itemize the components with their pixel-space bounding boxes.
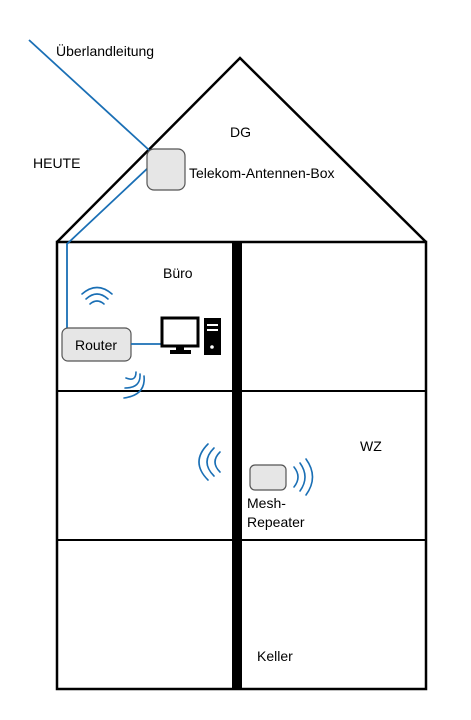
router-cable [66, 165, 151, 330]
label-heute: HEUTE [33, 155, 80, 171]
computer-icon [160, 316, 221, 355]
label-keller: Keller [257, 648, 293, 664]
label-antenna-box: Telekom-Antennen-Box [189, 165, 335, 181]
mesh-repeater-box [249, 464, 287, 491]
mesh-wifi-left-icon [198, 443, 221, 481]
label-wz: WZ [360, 438, 382, 454]
antenna-box [146, 148, 186, 191]
label-mesh-line2: Repeater [247, 514, 305, 530]
label-mesh-line1: Mesh- [247, 495, 286, 511]
mesh-wifi-right-icon [293, 458, 314, 496]
overhead-line [28, 39, 150, 151]
label-ueberlandleitung: Überlandleitung [56, 42, 154, 59]
label-dg: DG [230, 124, 251, 140]
label-buero: Büro [163, 265, 193, 281]
router-wifi-down-icon [123, 371, 145, 399]
router-wifi-up-icon [81, 286, 113, 305]
roof [56, 56, 427, 243]
central-wall [232, 242, 242, 689]
label-router: Router [75, 337, 117, 353]
